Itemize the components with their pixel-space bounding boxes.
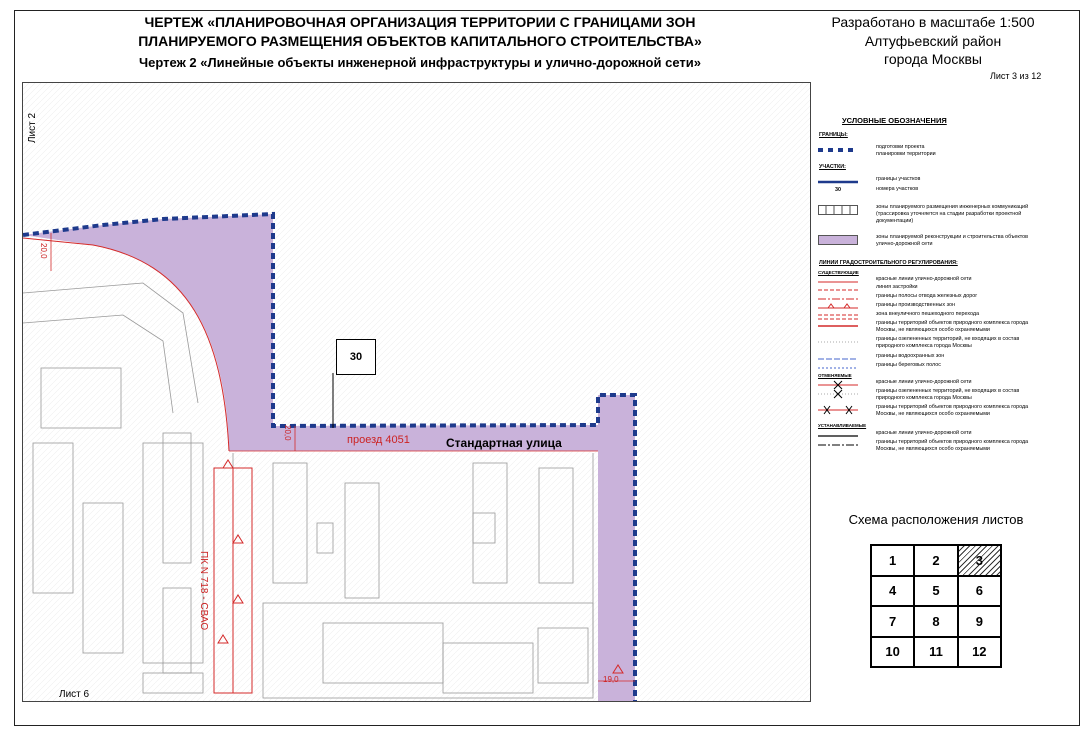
pk-zone-label: ПК N 718 - СВАО — [198, 551, 209, 631]
legend-row: границы полосы отвода железных дорог — [818, 293, 1044, 307]
legend-row: границы производственных зон — [818, 302, 1044, 316]
sheet-cell[interactable]: 4 — [871, 575, 915, 606]
dashed-boundary-icon — [818, 148, 858, 152]
cancel-red-line-icon — [818, 380, 858, 390]
map-area[interactable]: Лист 2 Лист 6 30 проезд 4051 Стандартная… — [22, 82, 811, 702]
sheet-cell[interactable]: 7 — [871, 606, 915, 637]
legend-panel: УСЛОВНЫЕ ОБОЗНАЧЕНИЯ ГРАНИЦЫ: подготовки… — [814, 108, 1046, 468]
road-zone-icon — [818, 235, 858, 245]
plot-number-sample: 30 — [835, 187, 841, 193]
green-line-icon — [818, 341, 858, 343]
sheet-cell[interactable]: 11 — [914, 636, 958, 667]
cancel-nature-line-icon — [818, 405, 858, 415]
district-label: Алтуфьевский район — [864, 33, 1002, 49]
sheet-ref-left: Лист 2 — [27, 112, 38, 143]
nature-line-icon — [818, 325, 858, 327]
sheet-cell[interactable]: 5 — [914, 575, 958, 606]
legend-row: границы береговых полос — [818, 362, 1044, 376]
eng-zone-icon — [818, 205, 858, 215]
railway-line-icon — [818, 298, 858, 300]
sheet-ref-bottom: Лист 6 — [59, 689, 90, 700]
red-line-icon — [818, 281, 858, 283]
legend-row: границы территорий объектов природного к… — [818, 439, 1044, 455]
legend-row: границы территорий объектов природного к… — [818, 404, 1044, 420]
legend-row: границы водоохранных зон — [818, 353, 1044, 367]
legend-row: подготовки проекта планировки территории — [818, 144, 1044, 158]
dimension-label: 19,0 — [603, 675, 619, 684]
shore-line-icon — [818, 367, 858, 369]
sheet-cell[interactable]: 9 — [957, 606, 1001, 637]
background-hatch — [23, 83, 810, 701]
legend-title: УСЛОВНЫЕ ОБОЗНАЧЕНИЯ — [842, 116, 947, 125]
sheet-cell[interactable]: 1 — [871, 545, 915, 576]
legend-row: границы озелененных территорий, не входя… — [818, 336, 1044, 352]
scale-label: Разработано в масштабе 1:500 — [831, 14, 1035, 30]
drawing-frame — [14, 10, 1080, 726]
sheet-number: Лист 3 из 12 — [990, 71, 1042, 81]
legend-row: линия застройки — [818, 284, 1044, 298]
water-zone-icon — [818, 358, 858, 360]
industry-line-icon — [818, 303, 858, 309]
set-red-line-icon — [818, 435, 858, 437]
drawing-title-line1: ЧЕРТЕЖ «ПЛАНИРОВОЧНАЯ ОРГАНИЗАЦИЯ ТЕРРИТ… — [144, 14, 696, 30]
plot-number-label: 30 — [336, 339, 376, 375]
planning-boundary — [23, 211, 637, 701]
sheet-schema-grid: 1 2 3 4 5 6 7 8 9 10 11 12 — [870, 544, 1002, 668]
cancel-green-line-icon — [818, 389, 858, 399]
legend-row: красные линии улично-дорожной сети — [818, 276, 1044, 290]
drawing-title-line2: ПЛАНИРУЕМОГО РАЗМЕЩЕНИЯ ОБЪЕКТОВ КАПИТАЛ… — [138, 33, 702, 49]
legend-row: 30 номера участков — [818, 186, 1044, 200]
legend-row: границы территорий объектов природного к… — [818, 320, 1044, 336]
set-nature-line-icon — [818, 444, 858, 446]
passage-label: проезд 4051 — [347, 434, 410, 446]
legend-row: границы озелененных территорий, не входя… — [818, 388, 1044, 404]
map-canvas — [23, 83, 810, 701]
sheet-schema-title: Схема расположения листов — [848, 512, 1024, 527]
legend-row: зона внеуличного пешеходного перехода — [818, 311, 1044, 325]
sheet-cell[interactable]: 6 — [957, 575, 1001, 606]
legend-row: красные линии улично-дорожной сети — [818, 379, 1044, 393]
legend-row: зоны планируемого размещения инженерных … — [818, 204, 1044, 228]
sheet-cell[interactable]: 12 — [957, 636, 1001, 667]
crossing-zone-icon — [818, 314, 858, 320]
sheet-cell-current[interactable]: 3 — [957, 545, 1001, 576]
legend-row: границы участков — [818, 176, 1044, 190]
legend-section-plots: УЧАСТКИ: — [819, 164, 846, 170]
legend-section-lines: ЛИНИИ ГРАДОСТРОИТЕЛЬНОГО РЕГУЛИРОВАНИЯ: — [819, 260, 958, 266]
legend-section-bounds: ГРАНИЦЫ: — [819, 132, 848, 138]
legend-row: красные линии улично-дорожной сети — [818, 430, 1044, 444]
sheet-cell[interactable]: 2 — [914, 545, 958, 576]
dimension-label: 20,0 — [283, 425, 292, 441]
legend-row: зоны планируемой реконструкции и строите… — [818, 234, 1044, 252]
build-line-icon — [818, 289, 858, 291]
sheet-cell[interactable]: 8 — [914, 606, 958, 637]
pk-triangles — [217, 459, 624, 674]
sheet-cell[interactable]: 10 — [871, 636, 915, 667]
city-label: города Москвы — [884, 51, 982, 67]
dimension-label: 20,0 — [39, 243, 48, 259]
drawing-subtitle: Чертеж 2 «Линейные объекты инженерной ин… — [139, 55, 701, 70]
red-line — [23, 237, 230, 452]
street-name-label: Стандартная улица — [446, 436, 562, 450]
plot-boundary-icon — [818, 180, 858, 184]
